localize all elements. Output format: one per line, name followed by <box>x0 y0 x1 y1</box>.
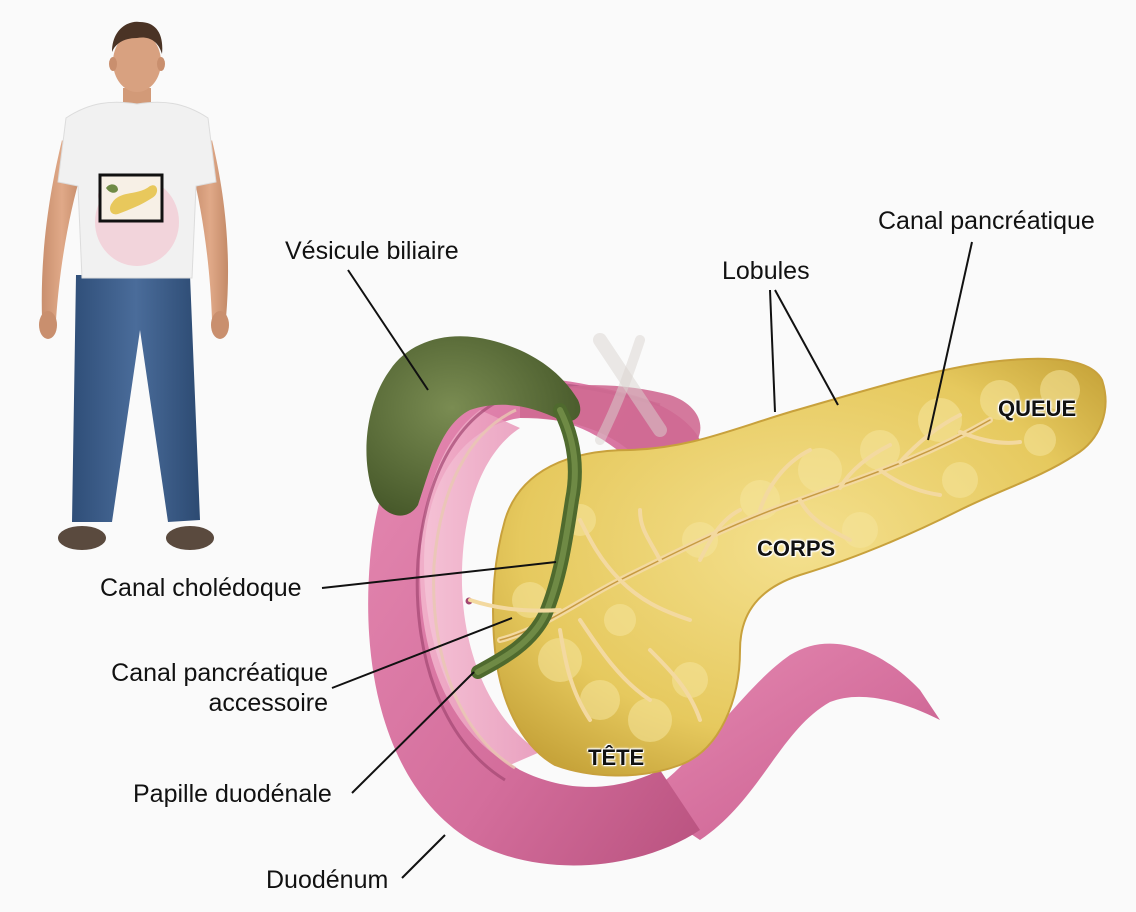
label-pancreatic-duct: Canal pancréatique <box>878 207 1095 235</box>
region-head: TÊTE <box>588 745 645 770</box>
region-tail: QUEUE <box>998 396 1077 421</box>
label-accessory-duct-line1: Canal pancréatique <box>111 659 328 687</box>
label-accessory-duct: Canal pancréatique accessoire <box>88 658 328 718</box>
leader-lines <box>321 241 973 879</box>
gallbladder-shape <box>366 336 582 679</box>
label-gallbladder: Vésicule biliaire <box>285 237 459 265</box>
region-body: CORPS <box>757 536 836 561</box>
accessory-duct-shape <box>468 598 562 613</box>
label-duodenal-papilla: Papille duodénale <box>133 780 332 808</box>
label-accessory-duct-line2: accessoire <box>208 689 329 717</box>
label-lobules: Lobules <box>722 257 810 285</box>
label-common-bile-duct: Canal cholédoque <box>100 574 302 602</box>
human-figure-icon <box>39 21 229 550</box>
label-duodenum: Duodénum <box>266 866 389 894</box>
